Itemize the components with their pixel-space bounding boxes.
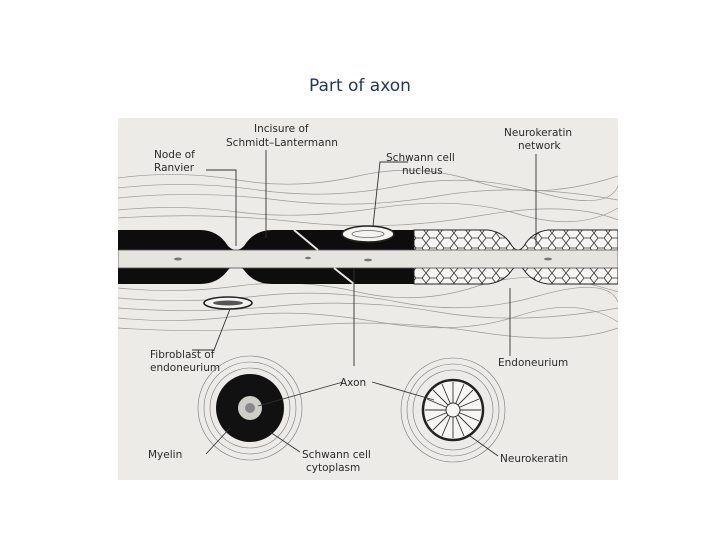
label-node-2: Ranvier: [154, 162, 195, 174]
label-myelin: Myelin: [148, 449, 182, 461]
leader-lines: [192, 150, 537, 457]
nerve-fiber-diagram: Incisure of Schmidt–Lantermann Node of R…: [118, 118, 618, 480]
slide-title: Part of axon: [309, 76, 411, 96]
label-schwann-cytoplasm-1: Schwann cell: [302, 449, 371, 461]
label-axon: Axon: [340, 377, 366, 389]
label-neurokeratin: Neurokeratin: [500, 453, 568, 465]
schwann-nucleus-shape: [341, 225, 395, 243]
diagram-svg: Incisure of Schmidt–Lantermann Node of R…: [118, 123, 618, 474]
label-incisure-1: Incisure of: [254, 123, 309, 135]
incisures: [293, 229, 355, 285]
neurokeratin-cross-section: [400, 357, 506, 463]
label-schwann-nucleus-2: nucleus: [402, 165, 443, 177]
label-neurokeratin-network-1: Neurokeratin: [504, 127, 572, 139]
label-endoneurium: Endoneurium: [498, 357, 568, 369]
label-fibroblast-2: endoneurium: [150, 362, 220, 374]
label-incisure-2: Schmidt–Lantermann: [226, 137, 338, 149]
label-neurokeratin-network-2: network: [518, 140, 562, 152]
label-schwann-nucleus-1: Schwann cell: [386, 152, 455, 164]
label-fibroblast-1: Fibroblast of: [150, 349, 215, 361]
label-node-1: Node of: [154, 149, 195, 161]
axon-texture: [174, 256, 552, 262]
label-schwann-cytoplasm-2: cytoplasm: [306, 462, 360, 474]
myelin-cross-section: [197, 355, 303, 461]
